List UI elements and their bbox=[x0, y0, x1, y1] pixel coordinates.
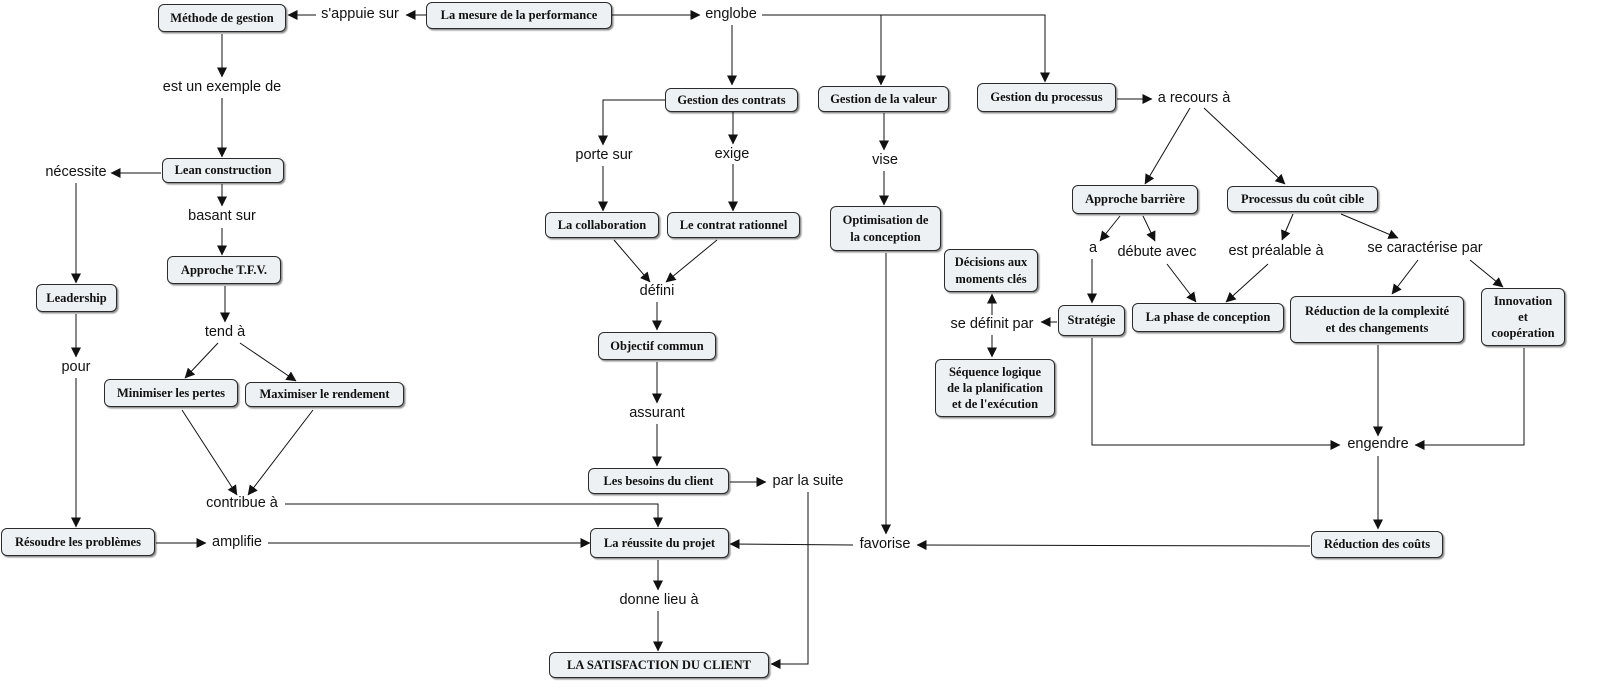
link-defini: défini bbox=[638, 283, 676, 300]
node-innovation-cooperation[interactable]: Innovation et coopération bbox=[1481, 288, 1565, 346]
link-est-un-exemple-de: est un exemple de bbox=[161, 79, 283, 96]
node-reussite-projet[interactable]: La réussite du projet bbox=[590, 528, 729, 558]
link-sappuie-sur: s'appuie sur bbox=[320, 6, 400, 23]
node-reduction-complexite[interactable]: Réduction de la complexité et des change… bbox=[1290, 296, 1464, 343]
link-debute-avec: débute avec bbox=[1116, 244, 1198, 261]
link-par-la-suite: par la suite bbox=[771, 473, 845, 490]
link-engendre: engendre bbox=[1346, 436, 1410, 453]
link-donne-lieu-a: donne lieu à bbox=[618, 592, 700, 609]
node-sequence-logique[interactable]: Séquence logique de la planification et … bbox=[935, 359, 1055, 417]
link-se-definit-par: se définit par bbox=[949, 316, 1035, 333]
node-decisions-moments-cles[interactable]: Décisions aux moments clés bbox=[944, 249, 1038, 292]
link-basant-sur: basant sur bbox=[187, 208, 257, 225]
edge-caracterise-innovation bbox=[1469, 259, 1504, 288]
node-gestion-contrats[interactable]: Gestion des contrats bbox=[665, 88, 798, 112]
node-satisfaction-client[interactable]: LA SATISFACTION DU CLIENT bbox=[549, 652, 769, 678]
node-leadership[interactable]: Leadership bbox=[36, 284, 117, 312]
edge-debute-phase bbox=[1166, 263, 1197, 303]
edge-maximiser-contribue bbox=[247, 409, 314, 496]
link-assurant: assurant bbox=[628, 405, 686, 422]
edge-tend-minimiser bbox=[184, 342, 219, 379]
node-maximiser-rendement[interactable]: Maximiser le rendement bbox=[245, 382, 404, 407]
node-gestion-valeur[interactable]: Gestion de la valeur bbox=[818, 86, 949, 112]
link-a: a bbox=[1087, 240, 1099, 257]
node-collaboration[interactable]: La collaboration bbox=[545, 212, 659, 238]
node-minimiser-pertes[interactable]: Minimiser les pertes bbox=[104, 379, 238, 407]
edge-strategie-engendre bbox=[1091, 338, 1341, 450]
node-resoudre-problemes[interactable]: Résoudre les problèmes bbox=[1, 528, 155, 556]
node-strategie[interactable]: Stratégie bbox=[1058, 305, 1125, 336]
edge-collaboration-defini bbox=[613, 239, 651, 283]
node-objectif-commun[interactable]: Objectif commun bbox=[598, 332, 716, 360]
node-approche-barriere[interactable]: Approche barrière bbox=[1072, 185, 1198, 214]
link-porte-sur: porte sur bbox=[574, 147, 634, 164]
link-est-prealable-a: est préalable à bbox=[1227, 243, 1325, 260]
link-necessite: nécessite bbox=[44, 164, 108, 181]
edge-favorise-reussite bbox=[729, 539, 854, 550]
node-besoins-client[interactable]: Les besoins du client bbox=[588, 468, 729, 494]
node-methode-gestion[interactable]: Méthode de gestion bbox=[158, 4, 286, 32]
link-englobe: englobe bbox=[704, 6, 758, 23]
node-reduction-couts[interactable]: Réduction des coûts bbox=[1311, 531, 1443, 558]
link-favorise: favorise bbox=[858, 536, 912, 553]
link-se-caracterise-par: se caractérise par bbox=[1366, 240, 1484, 257]
edge-contrats-porte bbox=[598, 99, 665, 146]
edge-innovation-engendre bbox=[1414, 348, 1525, 450]
link-exige: exige bbox=[713, 146, 751, 163]
edge-englobe-processus bbox=[881, 14, 1050, 83]
edge-reduction-favorise bbox=[916, 540, 1311, 551]
node-processus-cout-cible[interactable]: Processus du coût cible bbox=[1227, 186, 1378, 212]
edge-prealable-phase bbox=[1225, 263, 1269, 303]
edge-recours-coutcible bbox=[1203, 107, 1286, 185]
node-lean-construction[interactable]: Lean construction bbox=[162, 158, 284, 183]
node-mesure-performance[interactable]: La mesure de la performance bbox=[426, 2, 612, 29]
edge-caracterise-complexite bbox=[1391, 259, 1419, 295]
link-a-recours-a: a recours à bbox=[1156, 90, 1232, 107]
edge-coutcible-caracterise bbox=[1340, 213, 1399, 239]
node-gestion-processus[interactable]: Gestion du processus bbox=[977, 83, 1116, 112]
edge-coutcible-prealable bbox=[1281, 213, 1294, 241]
edge-parsuite-satisfaction bbox=[770, 492, 809, 669]
node-approche-tfv[interactable]: Approche T.F.V. bbox=[167, 256, 281, 284]
edge-minimiser-contribue bbox=[181, 409, 238, 496]
edge-recours-barriere bbox=[1144, 107, 1191, 185]
edge-englobe-valeur bbox=[762, 14, 886, 86]
edge-tend-maximiser bbox=[239, 342, 297, 382]
link-pour: pour bbox=[60, 359, 92, 376]
node-phase-conception[interactable]: La phase de conception bbox=[1132, 303, 1284, 332]
edge-contrat-defini bbox=[665, 239, 718, 283]
node-contrat-rationnel[interactable]: Le contrat rationnel bbox=[667, 212, 800, 238]
link-amplifie: amplifie bbox=[211, 534, 263, 551]
link-tend-a: tend à bbox=[203, 324, 247, 341]
edge-contribue-reussite bbox=[285, 503, 663, 528]
edge-barriere-a bbox=[1099, 215, 1121, 242]
node-optimisation-conception[interactable]: Optimisation de la conception bbox=[830, 206, 941, 251]
link-contribue-a: contribue à bbox=[205, 495, 279, 512]
edge-barriere-debute bbox=[1142, 215, 1156, 242]
link-vise: vise bbox=[871, 152, 899, 169]
